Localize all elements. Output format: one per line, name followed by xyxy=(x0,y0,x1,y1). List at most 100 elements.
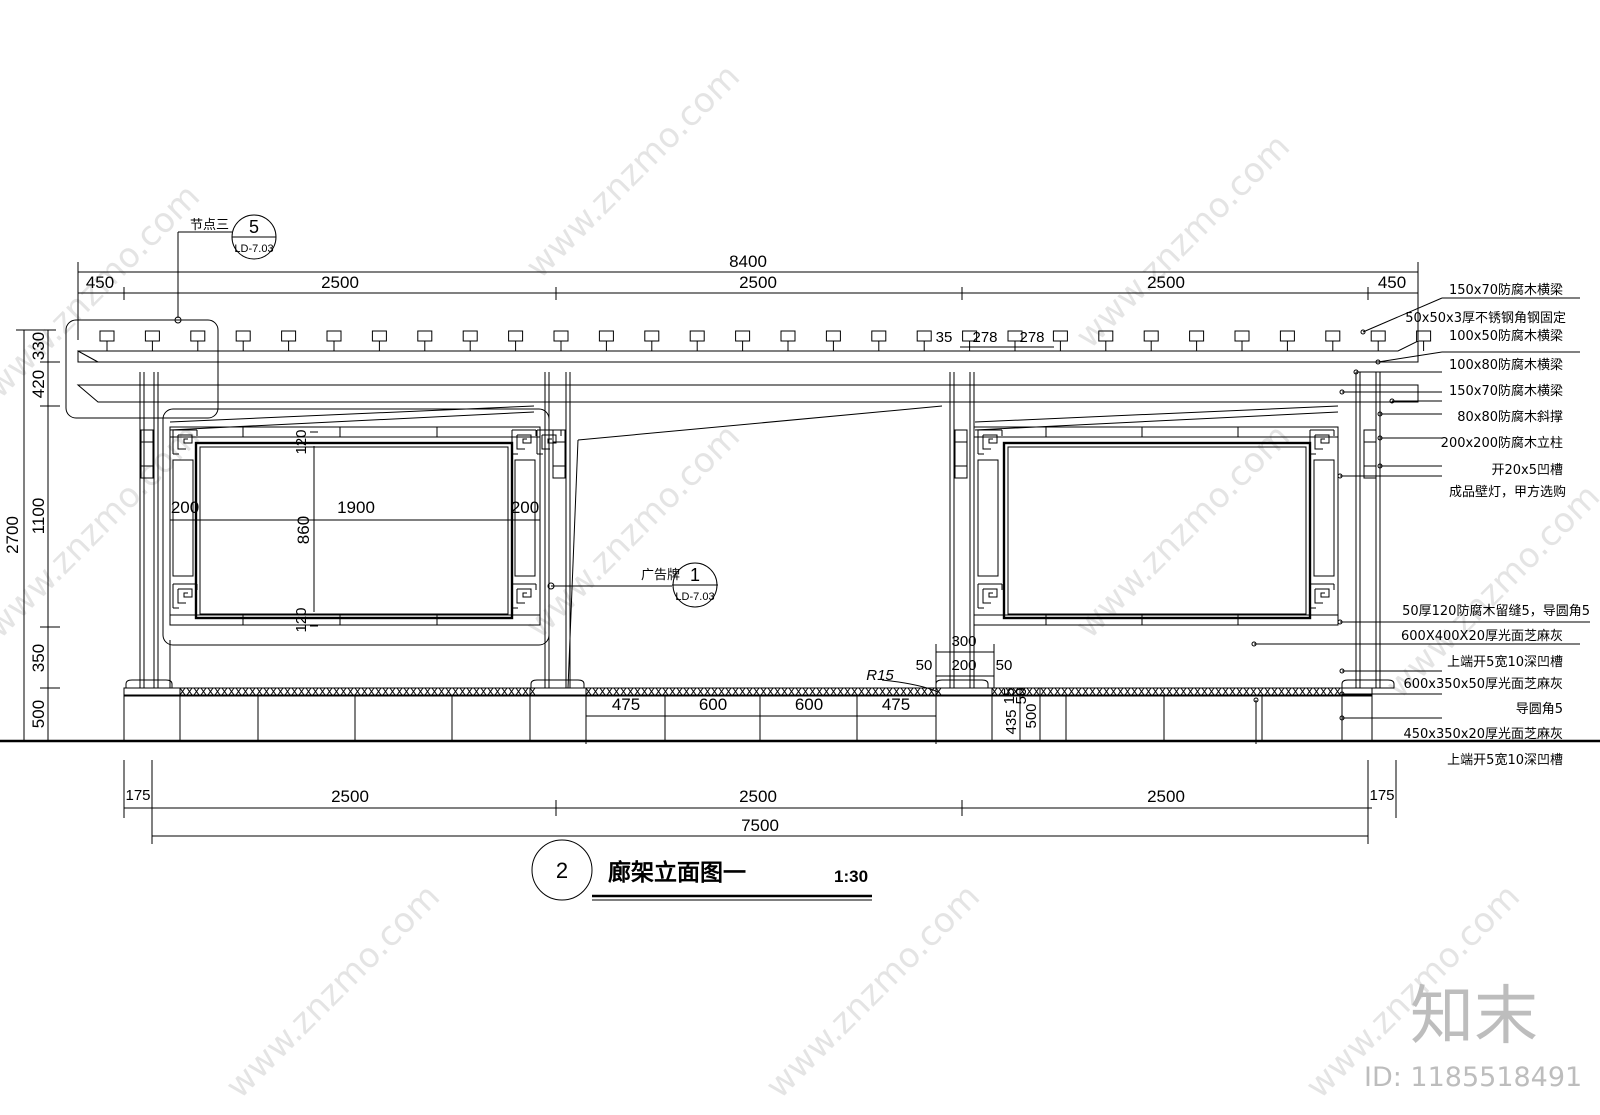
note-leader-dot xyxy=(1253,697,1259,703)
dim-col-right: 50 xyxy=(996,657,1013,674)
title-scale: 1:30 xyxy=(834,867,868,886)
rafter xyxy=(1279,330,1295,351)
left-dimension-lines xyxy=(16,329,60,742)
dim-col-top: 300 xyxy=(951,633,976,650)
rafter xyxy=(235,330,251,351)
rafter xyxy=(962,330,978,351)
dim-paving-4: 475 xyxy=(882,695,910,714)
dim-left-3: 1100 xyxy=(29,498,48,535)
note-3: 100x50防腐木横梁 xyxy=(1449,328,1563,344)
watermark-text: www.znzmo.com xyxy=(1378,476,1600,706)
billboard-callout-sheet: LD-7.03 xyxy=(675,591,714,603)
billboard-callout xyxy=(672,562,718,608)
dim-left-4: 350 xyxy=(29,644,48,672)
note-leader-dot xyxy=(1389,398,1395,404)
note-14: 导圆角5 xyxy=(1516,702,1563,717)
node-callout-sheet: LD-7.03 xyxy=(234,243,273,255)
rafter xyxy=(508,330,524,351)
rafter xyxy=(417,330,433,351)
rafter xyxy=(1325,330,1341,351)
dim-panel-top: 120 xyxy=(293,429,310,454)
wall-lamps xyxy=(140,429,1377,479)
note-leader-dot xyxy=(1337,473,1343,479)
dim-left-1: 330 xyxy=(29,332,48,360)
watermark-text: www.znzmo.com xyxy=(1068,416,1298,646)
dim-top-seg-5: 450 xyxy=(1378,273,1406,292)
column-dimension-lines xyxy=(881,644,1080,741)
node-callout-box xyxy=(65,319,219,419)
rafter xyxy=(462,330,478,351)
note-16: 上端开5宽10深凹槽 xyxy=(1447,752,1563,768)
paving-dimension-lines xyxy=(585,706,937,744)
dim-panel-left: 200 xyxy=(171,498,199,517)
dim-paving-2: 600 xyxy=(699,695,727,714)
dim-bottom-1: 175 xyxy=(125,787,150,804)
rafter xyxy=(1052,330,1068,351)
rafter xyxy=(1098,330,1114,351)
rafter xyxy=(644,330,660,351)
watermark-text: www.znzmo.com xyxy=(218,876,448,1106)
rafter xyxy=(598,330,614,351)
dim-left-2: 420 xyxy=(29,370,48,398)
note-leader-dot xyxy=(1377,463,1383,469)
dim-panel-height: 860 xyxy=(294,516,313,544)
billboard-callout-label: 广告牌 xyxy=(641,567,680,583)
note-leader-dot xyxy=(1337,619,1343,625)
dim-col-small-b: 50 xyxy=(1013,688,1030,705)
dim-overall-height: 2700 xyxy=(3,516,22,554)
watermark-text: www.znzmo.com xyxy=(758,876,988,1106)
dim-paving-3: 600 xyxy=(795,695,823,714)
callout-leaders xyxy=(174,231,672,590)
rafter xyxy=(553,330,569,351)
note-10: 50厚120防腐木留缝5，导圆角5 xyxy=(1402,603,1590,619)
note-leader-dot xyxy=(1353,369,1359,375)
rafter xyxy=(1234,330,1250,351)
note-leader-dot xyxy=(1339,715,1345,721)
note-2: 50x50x3厚不锈钢角钢固定 xyxy=(1405,311,1566,326)
rafter xyxy=(99,330,115,351)
drawing-title xyxy=(531,839,872,901)
rafter xyxy=(371,330,387,351)
watermark-text: www.znzmo.com xyxy=(518,56,748,286)
dim-rafter-c: 278 xyxy=(1019,329,1044,346)
panel-dimension-lines xyxy=(170,431,540,627)
column xyxy=(1341,372,1395,689)
note-leader-dot xyxy=(1251,641,1257,647)
base-wall xyxy=(0,687,1600,743)
top-beam xyxy=(77,340,1419,363)
column xyxy=(530,372,585,689)
note-1: 150x70防腐木横梁 xyxy=(1449,282,1563,298)
dim-panel-width: 1900 xyxy=(337,498,375,517)
rafter xyxy=(326,330,342,351)
rafter xyxy=(780,330,796,351)
dim-bottom-overall: 7500 xyxy=(741,816,779,835)
brand-id: ID: 1185518491 xyxy=(1364,1062,1582,1093)
dim-left-5: 500 xyxy=(29,700,48,728)
dim-rafter-b: 278 xyxy=(972,329,997,346)
left-billboard xyxy=(162,408,562,646)
note-leader-line xyxy=(1362,297,1443,333)
dim-panel-bottom: 120 xyxy=(293,607,310,632)
rafter xyxy=(916,330,932,351)
rafter xyxy=(1189,330,1205,351)
note-leader-line xyxy=(1377,351,1443,363)
bottom-dimension-lines xyxy=(123,760,1397,844)
title-text: 廊架立面图一 xyxy=(608,859,746,886)
note-4: 100x80防腐木横梁 xyxy=(1449,357,1563,373)
dim-panel-right: 200 xyxy=(511,498,539,517)
note-leaders xyxy=(1251,297,1590,744)
top-dimension-lines xyxy=(77,262,1419,348)
note-leader-dot xyxy=(1375,359,1381,365)
second-beam xyxy=(76,384,1419,403)
note-9: 成品壁灯，甲方选购 xyxy=(1449,484,1566,500)
dim-overall-top: 8400 xyxy=(729,252,767,271)
dim-radius: R15 xyxy=(866,667,894,684)
dim-col-mid: 200 xyxy=(951,657,976,674)
dim-col-wall: 500 xyxy=(1023,703,1040,728)
note-11: 600X400X20厚光面芝麻灰 xyxy=(1401,628,1563,644)
rafter xyxy=(689,330,705,351)
rafter xyxy=(871,330,887,351)
note-8: 开20x5凹槽 xyxy=(1491,463,1563,478)
brand-logo: 知末 xyxy=(1410,980,1538,1054)
